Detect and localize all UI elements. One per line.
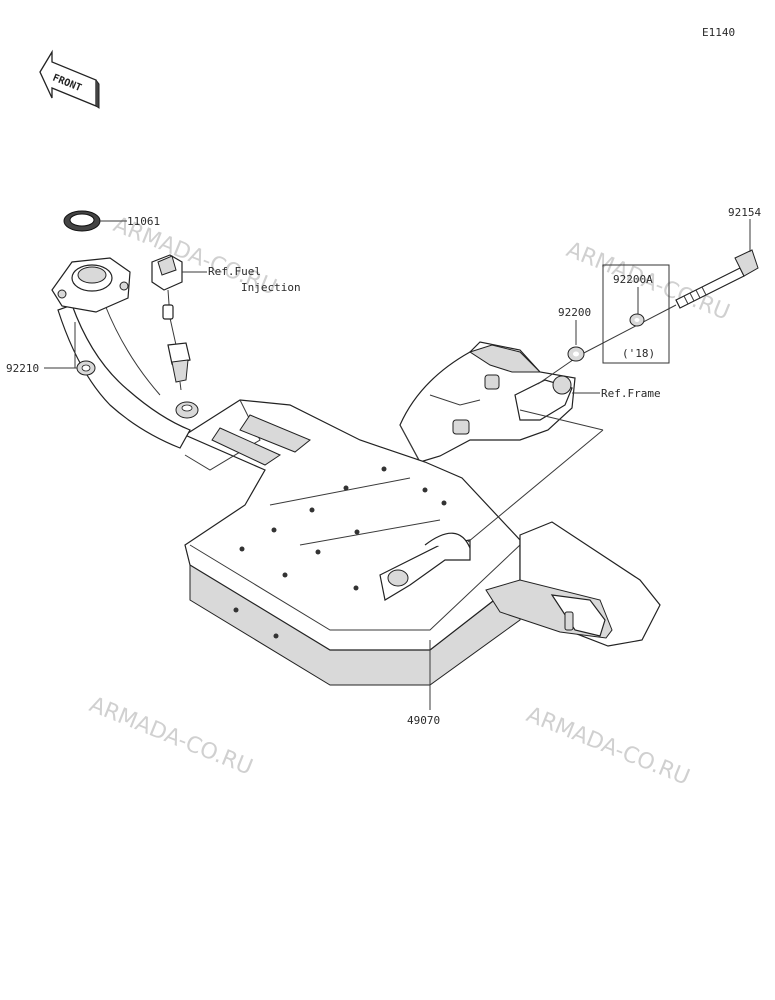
muffler — [183, 399, 521, 686]
callout-muffler: 49070 — [407, 714, 440, 727]
callout-nut: 92210 — [6, 362, 39, 375]
muffler-outlet — [485, 521, 661, 647]
callout-gasket: 11061 — [127, 215, 160, 228]
front-arrow-icon: FRONT — [39, 49, 100, 109]
frame-bracket — [399, 341, 576, 463]
bolt — [675, 249, 759, 309]
callout-ref-fuel: Ref.Fuel — [208, 265, 261, 278]
diagram-code: E1140 — [702, 26, 735, 39]
callout-washer-a: 92200A — [613, 273, 653, 286]
variant-box — [602, 264, 670, 364]
o2-sensor — [151, 254, 199, 419]
callout-bolt: 92154 — [728, 206, 761, 219]
watermark-4: ARMADA-CO.RU — [86, 692, 256, 780]
flange — [51, 257, 131, 313]
callout-ref-fuel-injection: Injection — [241, 281, 301, 294]
header-pipe — [57, 304, 191, 449]
washer-a — [629, 313, 645, 327]
callout-year-note: ('18) — [622, 347, 655, 360]
watermark-5: ARMADA-CO.RU — [523, 702, 693, 790]
callout-washer: 92200 — [558, 306, 591, 319]
gasket — [63, 210, 101, 232]
washer — [567, 346, 585, 362]
nut — [76, 360, 96, 376]
callout-ref-frame: Ref.Frame — [601, 387, 661, 400]
